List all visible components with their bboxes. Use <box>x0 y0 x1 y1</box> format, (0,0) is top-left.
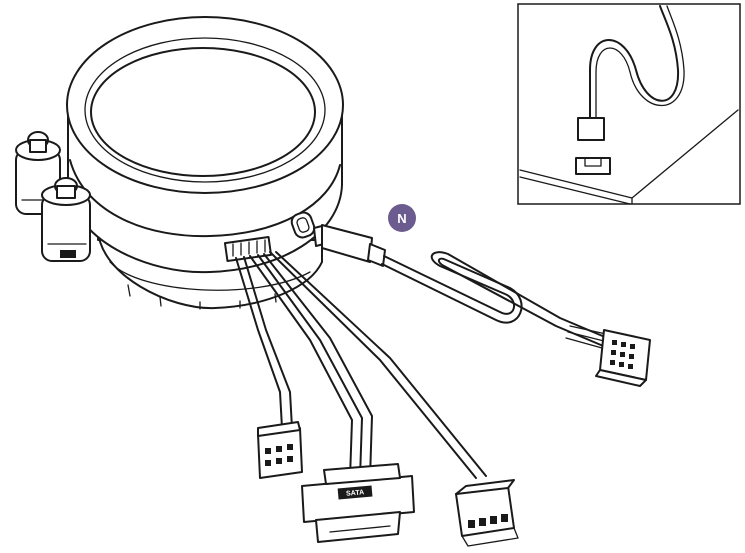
svg-text:N: N <box>397 211 406 226</box>
fan-3pin-connector <box>257 421 303 479</box>
usb-header-connector <box>595 329 651 387</box>
pump-head <box>66 16 344 310</box>
tube-fittings <box>15 131 91 262</box>
wire-harness <box>235 251 487 479</box>
callout-marker-n: N <box>388 204 416 232</box>
sata-label: SATA <box>346 489 365 498</box>
argb-4pin-connector <box>455 479 519 547</box>
inset-detail-panel <box>517 3 741 205</box>
sata-power-connector: SATA <box>301 463 415 543</box>
usb-c-cable <box>313 224 613 349</box>
